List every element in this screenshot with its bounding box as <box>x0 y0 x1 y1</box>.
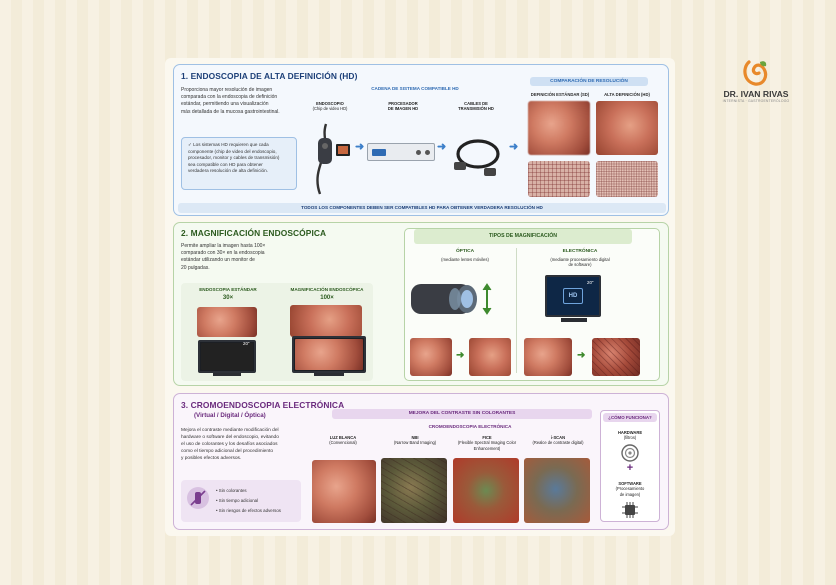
standard-label: ENDOSCOPIA ESTÁNDAR <box>199 287 257 292</box>
hd-mucosa-image <box>596 101 658 155</box>
chromo-subbanner: CROMOENDOSCOPIA ELECTRÓNICA <box>428 424 512 429</box>
mode-fice-label: FICE(Flexible Spectral Imaging Color Enh… <box>457 435 517 451</box>
sd-pixel-grid <box>528 161 590 197</box>
brand-name: DR. IVAN RIVAS <box>723 89 789 99</box>
benefits-list: • Sin colorantes • Sin tiempo adicional … <box>216 488 281 513</box>
plus-sign: + <box>626 462 634 474</box>
electronic-monitor-stand <box>561 318 587 322</box>
mode-nbi-label: NBI(Narrow Band Imaging) <box>393 435 437 446</box>
how-it-works-title: ¿CÓMO FUNCIONA? <box>603 413 657 422</box>
electronic-arrow: ➜ <box>577 350 586 361</box>
standard-monitor-stand <box>213 373 241 376</box>
optical-lens-icon <box>409 280 493 318</box>
standard-zoom-image <box>197 307 257 337</box>
magnified-monitor <box>292 336 366 373</box>
optical-after-image <box>469 338 511 376</box>
chain-arrow-2: ➜ <box>437 141 447 153</box>
section-magnification-title: 2. MAGNIFICACIÓN ENDOSCÓPICA <box>181 228 327 238</box>
section-magnification-intro: Permite ampliar la imagen hasta 100×comp… <box>181 243 266 271</box>
chip-icon <box>621 501 639 519</box>
how-it-works-box <box>600 410 660 522</box>
magnified-monitor-stand <box>314 373 344 376</box>
brand-tagline: INTERNISTA · GASTROENTERÓLOGO <box>722 99 790 103</box>
sd-label: DEFINICIÓN ESTÁNDAR (SD) <box>530 92 590 97</box>
section-chromo-title: 3. CROMOENDOSCOPIA ELECTRÓNICA <box>181 400 345 410</box>
magnified-zoom-image <box>290 305 362 337</box>
optical-arrow: ➜ <box>456 350 465 361</box>
optical-label: ÓPTICA <box>455 249 475 254</box>
electronic-monitor-size: 20" <box>587 280 594 285</box>
white-light-image <box>312 460 376 523</box>
chromo-banner: MEJORA DEL CONTRASTE SIN COLORANTES <box>332 409 592 419</box>
hd-chain-title: CADENA DE SISTEMA COMPATIBLE HD <box>371 86 459 91</box>
electronic-label: ELECTRÓNICA <box>562 249 598 254</box>
hd-chip-icon: HD <box>563 288 583 304</box>
endoscope-icon <box>304 120 362 198</box>
electronic-before-image <box>524 338 572 376</box>
electronic-monitor: HD 20" <box>545 275 601 317</box>
sd-mucosa-image <box>528 101 590 155</box>
fice-image <box>453 458 519 523</box>
magnified-label: MAGNIFICACIÓN ENDOSCÓPICA <box>290 287 364 292</box>
iscan-image <box>524 458 590 523</box>
mode-iscan-label: i-SCAN(Realce de contraste digital) <box>532 435 584 446</box>
standard-monitor <box>198 340 256 373</box>
electronic-after-image <box>592 338 640 376</box>
section-chromo-subtitle: (Virtual / Digital / Óptica) <box>194 412 266 419</box>
optical-before-image <box>410 338 452 376</box>
mode-white-light-label: LUZ BLANCA(Convencional) <box>329 435 357 446</box>
monitor-size-label: 20" <box>243 341 250 346</box>
types-title: TIPOS DE MAGNIFICACIÓN <box>414 229 632 244</box>
chain-arrow-1: ➜ <box>355 141 365 153</box>
chain-endoscope-label: ENDOSCOPIO(Chip de video HD) <box>312 101 348 112</box>
optical-sub: (mediante lentes móviles) <box>441 257 489 262</box>
magnified-value: 100× <box>320 295 334 301</box>
no-dye-icon <box>187 487 209 509</box>
cable-icon <box>450 132 506 180</box>
nbi-image <box>381 458 447 523</box>
hd-footer-banner: TODOS LOS COMPONENTES DEBEN SER COMPATIB… <box>178 203 666 213</box>
hd-pixel-grid <box>596 161 658 197</box>
hardware-label: HARDWARE(filtros) <box>617 430 643 441</box>
standard-value: 30× <box>222 295 234 301</box>
filter-icon <box>620 443 640 463</box>
types-divider <box>516 248 517 373</box>
comparison-title: COMPARACIÓN DE RESOLUCIÓN <box>530 77 648 86</box>
hd-label: ALTA DEFINICIÓN (HD) <box>604 92 650 97</box>
processor-icon <box>367 143 435 161</box>
chain-arrow-3: ➜ <box>509 141 519 153</box>
section-chromo-intro: Mejora el contraste mediante modificació… <box>181 428 279 461</box>
logo-icon <box>740 58 770 88</box>
section-hd-title: 1. ENDOSCOPIA DE ALTA DEFINICIÓN (HD) <box>181 71 358 81</box>
